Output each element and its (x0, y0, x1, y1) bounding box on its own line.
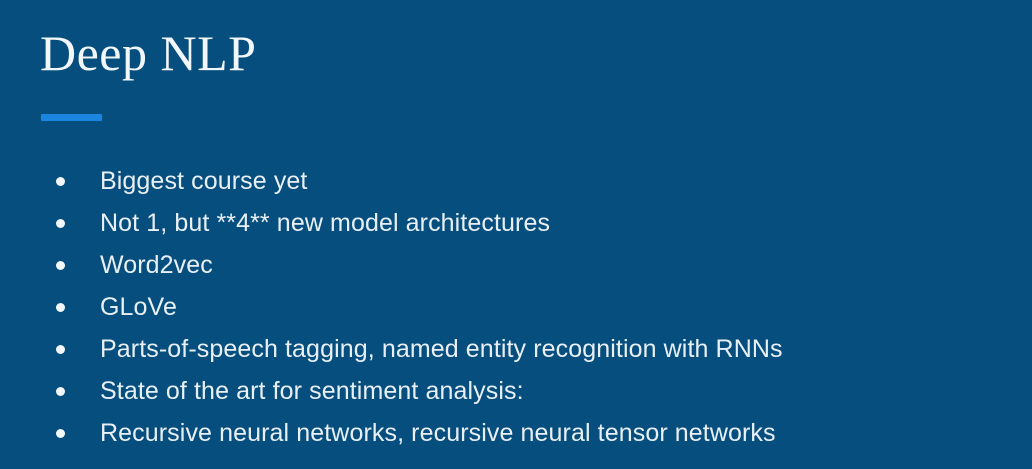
bullet-dot-icon (56, 219, 65, 228)
list-item-label: Not 1, but **4** new model architectures (100, 209, 551, 237)
bullet-list: Biggest course yet Not 1, but **4** new … (40, 160, 1000, 454)
list-item-label: Recursive neural networks, recursive neu… (100, 419, 776, 447)
list-item: Word2vec (40, 244, 1000, 286)
bullet-dot-icon (56, 429, 65, 438)
bullet-dot-icon (56, 345, 65, 354)
bullet-dot-icon (56, 261, 65, 270)
bullet-dot-icon (56, 177, 65, 186)
list-item: GLoVe (40, 286, 1000, 328)
list-item: Recursive neural networks, recursive neu… (40, 412, 1000, 454)
title-block: Deep NLP (40, 24, 940, 121)
list-item: State of the art for sentiment analysis: (40, 370, 1000, 412)
list-item-label: Parts-of-speech tagging, named entity re… (100, 335, 783, 363)
list-item-label: Biggest course yet (100, 167, 308, 195)
title-accent-rule (41, 114, 102, 121)
list-item-label: Word2vec (100, 251, 213, 279)
list-item-label: GLoVe (100, 293, 177, 321)
list-item: Not 1, but **4** new model architectures (40, 202, 1000, 244)
list-item-label: State of the art for sentiment analysis: (100, 377, 524, 405)
page-title: Deep NLP (40, 25, 257, 81)
bullet-dot-icon (56, 387, 65, 396)
bullet-dot-icon (56, 303, 65, 312)
list-item: Parts-of-speech tagging, named entity re… (40, 328, 1000, 370)
list-item: Biggest course yet (40, 160, 1000, 202)
